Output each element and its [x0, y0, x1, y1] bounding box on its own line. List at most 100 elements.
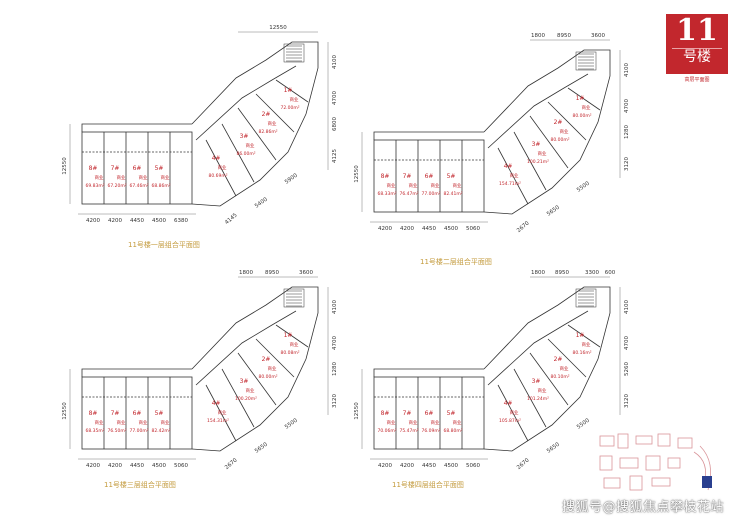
shop-divider: [275, 79, 309, 103]
unit-number: 4#: [504, 400, 513, 407]
building-number: 11: [676, 13, 718, 48]
left-wing-top-edge: [81, 123, 192, 132]
unit-use: 商业: [538, 387, 547, 394]
unit-area: 76.09m²: [421, 428, 440, 434]
unit-use: 商业: [431, 419, 440, 426]
unit-use: 商业: [95, 419, 104, 426]
right-dimension: 3120: [624, 157, 630, 171]
unit-area: 80.00m²: [550, 137, 569, 143]
arc-dimension: 2670: [516, 457, 531, 471]
stair-outline: [283, 288, 305, 308]
bottom-dimension: 4500: [444, 463, 458, 469]
bottom-dimension: 4450: [130, 218, 144, 224]
unit-use: 商业: [387, 182, 396, 189]
unit-use: 商业: [409, 419, 418, 426]
unit-use: 商业: [560, 365, 569, 372]
right-dimension: 4700: [332, 336, 338, 350]
walls: [81, 286, 319, 452]
unit-area: 80.16m²: [572, 350, 591, 356]
walls: [373, 286, 611, 452]
inner-corridor: [195, 65, 297, 141]
shop-divider: [255, 93, 295, 133]
unit-use: 商业: [431, 182, 440, 189]
right-dimension: 4700: [624, 336, 630, 350]
unit-area: 67.46m²: [129, 183, 148, 189]
watermark: 搜狐号@搜狐焦点攀枝花站: [561, 500, 724, 515]
unit-area: 67.20m²: [107, 183, 126, 189]
unit-use: 商业: [290, 341, 299, 348]
bottom-dimension: 4450: [422, 226, 436, 232]
unit-use: 商业: [95, 174, 104, 181]
floor-plan-4-caption: 11号楼四层组合平面图: [392, 481, 464, 489]
shop-divider: [237, 107, 277, 161]
bottom-dimension: 4500: [152, 218, 166, 224]
bottom-dimension: 4200: [108, 463, 122, 469]
unit-area: 75.47m²: [399, 428, 418, 434]
top-dimension: 3600: [591, 33, 605, 39]
right-dimension: 4100: [624, 63, 630, 77]
unit-number: 7#: [403, 173, 412, 180]
shop-divider: [237, 352, 277, 406]
left-dimension: 12550: [62, 402, 68, 420]
unit-use: 商业: [453, 419, 462, 426]
unit-number: 4#: [504, 163, 513, 170]
top-dimension: 12550: [269, 25, 287, 31]
arc-dimension: 5650: [546, 441, 561, 454]
unit-number: 1#: [576, 332, 585, 339]
unit-use: 商业: [560, 128, 569, 135]
unit-area: 86.00m²: [236, 151, 255, 157]
unit-use: 商业: [268, 120, 277, 127]
shop-divider: [547, 338, 587, 378]
unit-use: 商业: [139, 419, 148, 426]
right-dimension: 4700: [624, 99, 630, 113]
left-wing-outline: [81, 376, 193, 450]
shop-divider: [529, 115, 569, 169]
right-dimension: 4100: [332, 300, 338, 314]
unit-area: 101.24m²: [527, 396, 549, 402]
unit-use: 商业: [117, 419, 126, 426]
unit-area: 100.21m²: [527, 159, 549, 165]
bottom-dimension: 5060: [174, 463, 188, 469]
dimension-lines: [69, 31, 329, 215]
unit-area: 80.00m²: [258, 374, 277, 380]
right-dimension: 5260: [624, 362, 630, 376]
unit-use: 商业: [538, 150, 547, 157]
curved-wing-outline: [483, 286, 611, 452]
unit-number: 5#: [447, 173, 456, 180]
unit-number: 2#: [554, 356, 563, 363]
building-number-badge: 11 号楼 高层平面图: [666, 13, 728, 83]
unit-number: 4#: [212, 400, 221, 407]
unit-number: 6#: [133, 410, 142, 417]
bottom-dimension: 6380: [174, 218, 188, 224]
arc-dimension: 5650: [254, 441, 269, 454]
unit-number: 4#: [212, 155, 221, 162]
unit-use: 商业: [161, 419, 170, 426]
unit-number: 8#: [381, 410, 390, 417]
shop-divider: [497, 384, 529, 442]
unit-area: 76.50m²: [107, 428, 126, 434]
top-dimension: 1800: [239, 270, 253, 276]
arc-dimension: 5900: [284, 172, 299, 185]
bottom-dimension: 5060: [466, 463, 480, 469]
shop-divider: [205, 384, 237, 442]
unit-area: 77.00m²: [421, 191, 440, 197]
unit-use: 商业: [246, 387, 255, 394]
right-dimension: 4100: [332, 55, 338, 69]
stairwell: [283, 43, 305, 63]
dimension-lines: [361, 39, 621, 223]
bottom-dimension: 5060: [466, 226, 480, 232]
right-dimension: 3120: [624, 394, 630, 408]
left-wing-outline: [373, 139, 485, 213]
unit-area: 72.00m²: [280, 105, 299, 111]
unit-number: 5#: [155, 165, 164, 172]
right-dimension: 6800: [332, 117, 338, 131]
unit-number: 1#: [284, 332, 293, 339]
left-wing-outline: [81, 131, 193, 205]
right-dimension: 4100: [624, 300, 630, 314]
bottom-dimension: 4500: [152, 463, 166, 469]
shop-divider: [513, 131, 547, 191]
unit-number: 6#: [133, 165, 142, 172]
shop-divider: [567, 87, 601, 111]
